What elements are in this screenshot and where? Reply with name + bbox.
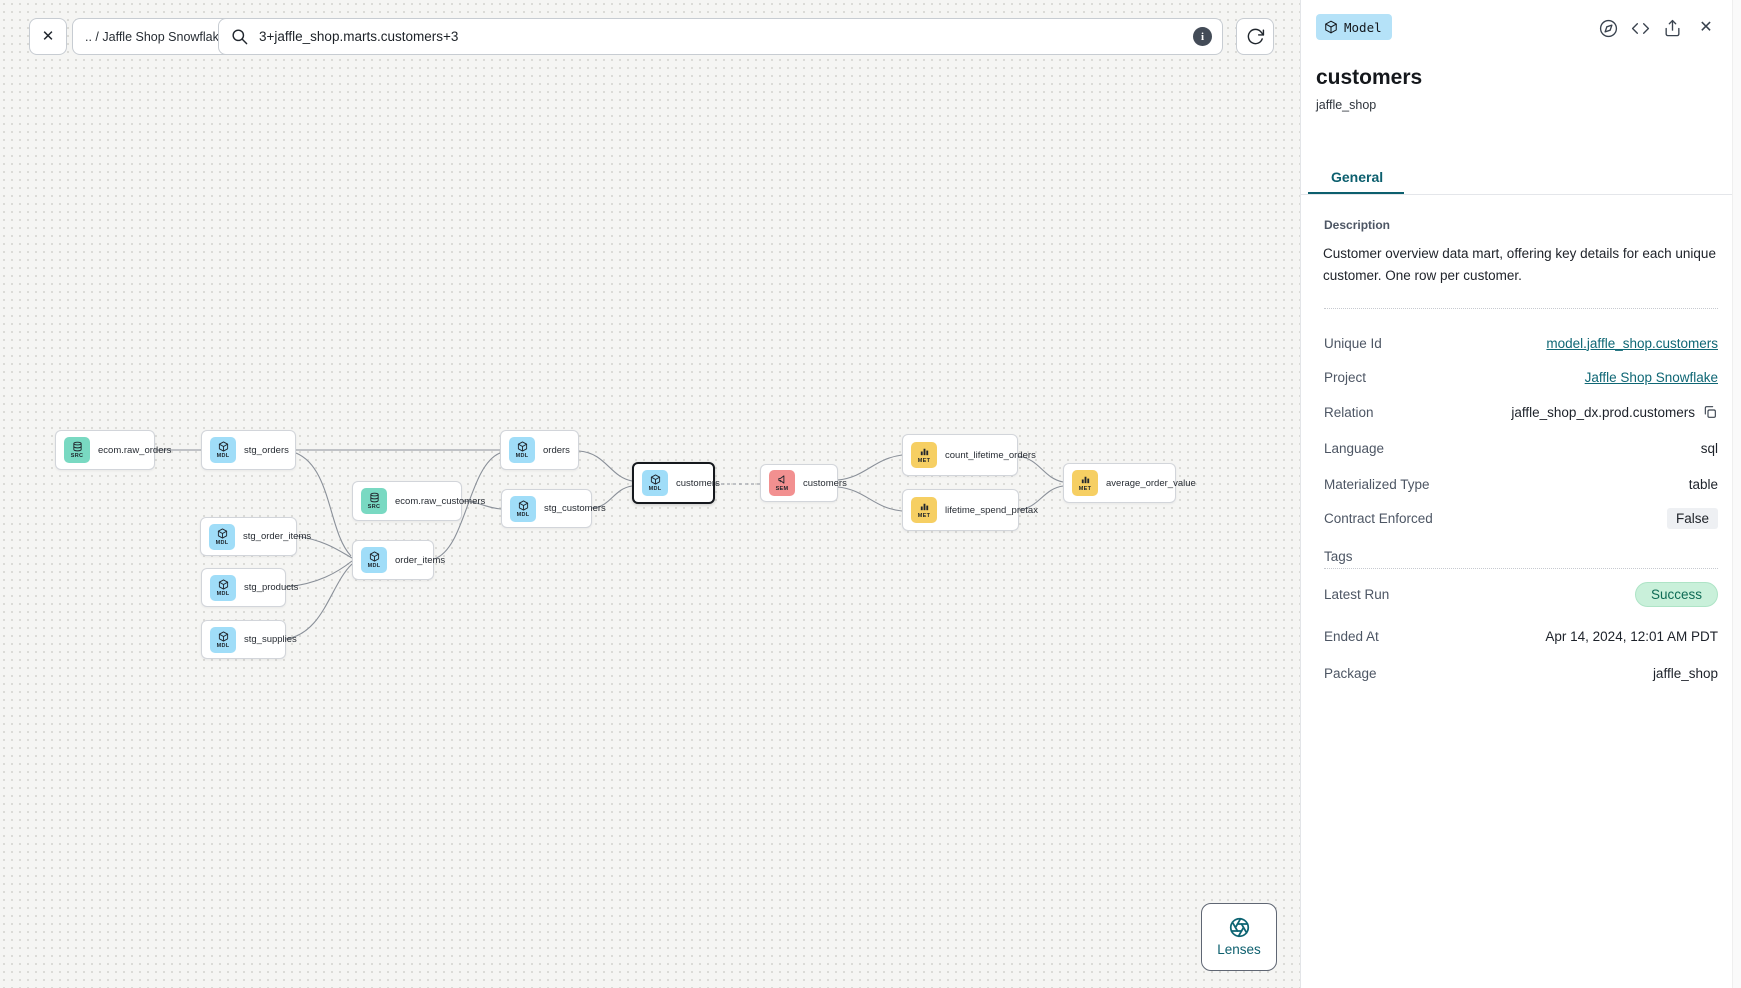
edge	[837, 454, 903, 481]
metric-icon: MET	[911, 497, 937, 523]
breadcrumb[interactable]: .. / Jaffle Shop Snowflake	[72, 18, 239, 55]
graph-node-customers-selected[interactable]: MDL customers	[632, 462, 720, 504]
copy-icon[interactable]	[1702, 404, 1718, 420]
model-icon: MDL	[361, 547, 387, 573]
graph-node-stg-order-items[interactable]: MDL stg_order_items	[200, 517, 311, 556]
graph-node-average-order-value[interactable]: MET average_order_value	[1063, 463, 1196, 503]
page-title: customers	[1316, 66, 1423, 89]
metric-icon: MET	[911, 442, 937, 468]
model-icon: MDL	[210, 574, 236, 601]
graph-node-lifetime-spend-pretax[interactable]: MET lifetime_spend_pretax	[902, 489, 1038, 531]
field-row-relation: Relation jaffle_shop_dx.prod.customers	[1324, 400, 1718, 424]
field-row-unique-id: Unique Id model.jaffle_shop.customers	[1324, 335, 1718, 351]
field-row-materialized-type: Materialized Type table	[1324, 476, 1718, 492]
description-label: Description	[1324, 218, 1391, 232]
lineage-canvas[interactable]: SRC ecom.raw_orders MDL stg_orders SRC e…	[0, 0, 1300, 988]
field-row-ended-at: Ended At Apr 14, 2024, 12:01 AM PDT	[1324, 628, 1718, 644]
resource-type-badge: Model	[1316, 14, 1392, 40]
model-icon: MDL	[210, 626, 236, 653]
close-icon: ✕	[1699, 19, 1713, 36]
lenses-button[interactable]: Lenses	[1201, 903, 1277, 971]
divider	[1324, 308, 1718, 309]
code-icon	[1631, 22, 1649, 34]
close-lineage-button[interactable]: ✕	[29, 18, 67, 55]
tab-general[interactable]: General	[1331, 169, 1384, 185]
edge	[285, 563, 353, 640]
panel-scrollbar[interactable]	[1732, 0, 1741, 988]
graph-node-order-items[interactable]: MDL order_items	[352, 540, 445, 580]
model-icon: MDL	[510, 495, 536, 522]
model-icon: MDL	[210, 437, 236, 463]
semantic-model-icon: SEM	[769, 470, 795, 496]
field-row-language: Language sql	[1324, 440, 1718, 456]
graph-node-count-lifetime-orders[interactable]: MET count_lifetime_orders	[902, 434, 1036, 476]
model-cube-icon	[1325, 20, 1337, 34]
field-row-package: Package jaffle_shop	[1324, 665, 1718, 681]
project-link[interactable]: Jaffle Shop Snowflake	[1584, 369, 1718, 385]
share-button[interactable]	[1660, 16, 1684, 40]
compass-icon	[1599, 19, 1617, 37]
graph-node-stg-products[interactable]: MDL stg_products	[201, 568, 298, 607]
model-icon: MDL	[509, 437, 535, 463]
refresh-button[interactable]	[1236, 18, 1274, 55]
graph-node-stg-supplies[interactable]: MDL stg_supplies	[201, 620, 297, 659]
tabs-divider	[1301, 194, 1741, 195]
search-input[interactable]	[218, 18, 1223, 55]
edge	[578, 450, 633, 482]
divider	[1324, 568, 1718, 569]
search-icon	[232, 29, 248, 45]
info-icon[interactable]: i	[1193, 27, 1212, 46]
field-row-latest-run: Latest Run Success	[1324, 580, 1718, 608]
status-badge: Success	[1634, 581, 1718, 607]
edge	[837, 486, 903, 512]
tab-active-underline	[1308, 192, 1404, 195]
lineage-search: i	[218, 18, 1223, 55]
contract-badge: False	[1666, 507, 1718, 529]
source-icon: SRC	[64, 437, 90, 463]
field-row-contract-enforced: Contract Enforced False	[1324, 506, 1718, 530]
metric-icon: MET	[1072, 470, 1098, 496]
graph-node-ecom-raw-customers[interactable]: SRC ecom.raw_customers	[352, 481, 485, 521]
details-panel: Model ✕ customers jaffle_shop General De…	[1300, 0, 1741, 988]
graph-node-stg-orders[interactable]: MDL stg_orders	[201, 430, 296, 470]
graph-node-customers-semantic[interactable]: SEM customers	[760, 464, 847, 502]
graph-node-ecom-raw-orders[interactable]: SRC ecom.raw_orders	[55, 430, 171, 470]
refresh-icon	[1247, 28, 1264, 45]
unique-id-link[interactable]: model.jaffle_shop.customers	[1546, 335, 1718, 351]
model-icon: MDL	[209, 523, 235, 550]
share-icon	[1664, 19, 1680, 36]
graph-node-stg-customers[interactable]: MDL stg_customers	[501, 489, 606, 528]
field-row-project: Project Jaffle Shop Snowflake	[1324, 369, 1718, 385]
view-code-button[interactable]	[1628, 16, 1652, 40]
lens-aperture-icon	[1229, 917, 1249, 938]
close-icon: ✕	[41, 28, 55, 45]
close-panel-button[interactable]: ✕	[1694, 16, 1718, 40]
field-row-tags: Tags	[1324, 548, 1353, 564]
graph-node-orders[interactable]: MDL orders	[500, 430, 579, 470]
source-icon: SRC	[361, 488, 387, 514]
package-subtitle: jaffle_shop	[1316, 98, 1377, 112]
description-text: Customer overview data mart, offering ke…	[1323, 246, 1716, 283]
lenses-label: Lenses	[1217, 942, 1261, 957]
model-icon: MDL	[642, 470, 668, 496]
explore-button[interactable]	[1596, 16, 1620, 40]
